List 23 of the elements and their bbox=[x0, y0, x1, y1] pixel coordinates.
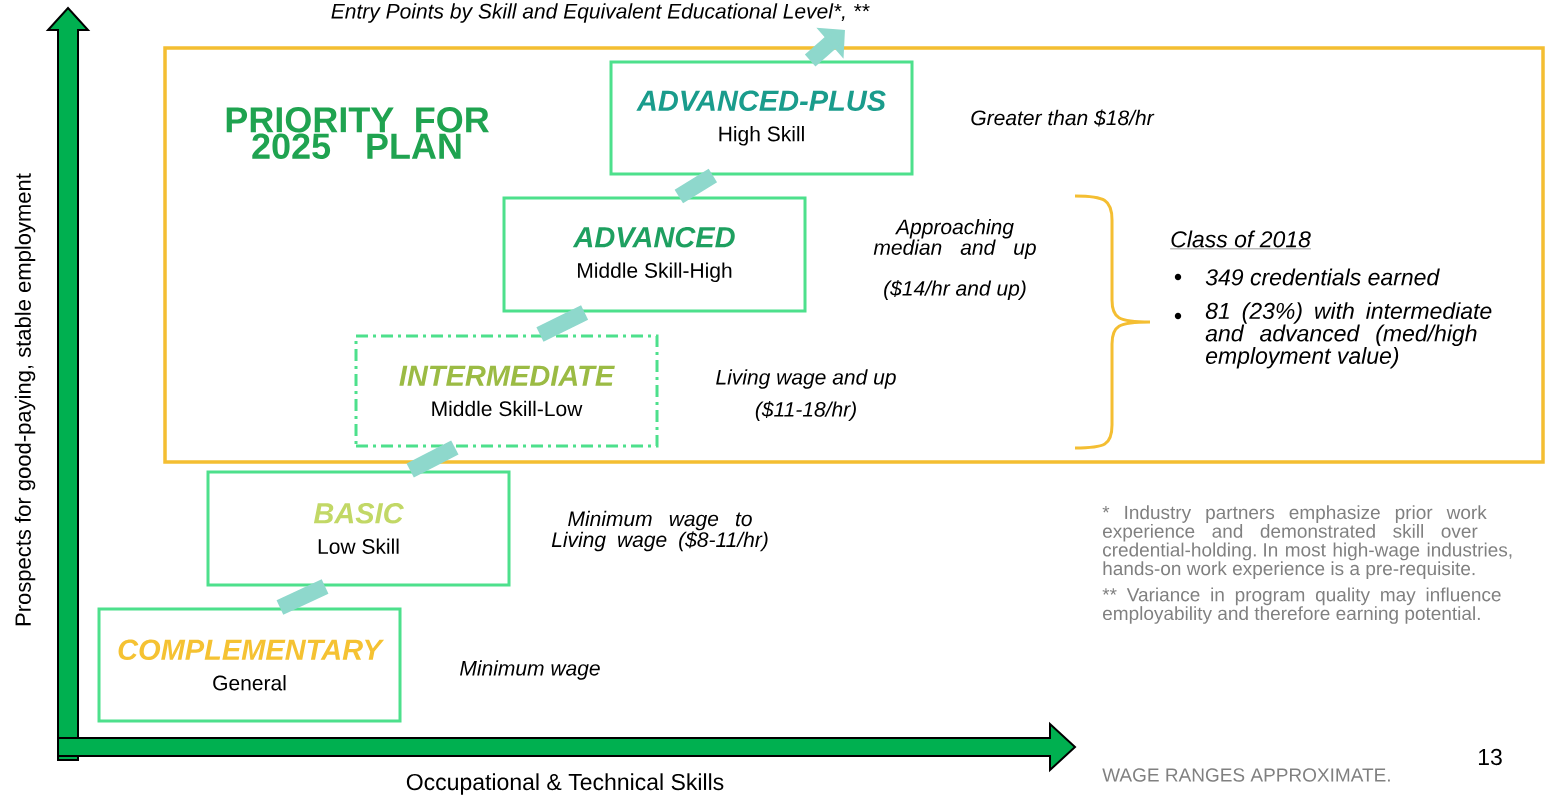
list-item: 349 credentials earned bbox=[1205, 268, 1440, 286]
level-box: BASIC Low Skill bbox=[206, 470, 511, 587]
level-box: COMPLEMENTARY General bbox=[97, 607, 402, 723]
level-box: ADVANCED-PLUS High Skill bbox=[609, 60, 914, 176]
list-item: 81 (23%) with intermediate and advanced (med/high employment value) bbox=[1205, 302, 1492, 369]
wage-range: Greater than $18/hr bbox=[971, 109, 1155, 127]
list-heading: Class of 2018 bbox=[1170, 230, 1312, 250]
wage-range: Minimum wage to Living wage ($8-11/hr) bbox=[551, 510, 768, 552]
title: Entry Points by Skill and Equivalent Educational Level*, ** bbox=[331, 3, 870, 23]
page-number: 13 bbox=[1479, 748, 1502, 766]
wage-range: Approaching median and up bbox=[873, 218, 1036, 260]
wage-range: ($11-18/hr) bbox=[755, 401, 856, 421]
level-box: ADVANCED Middle Skill-High bbox=[502, 196, 807, 313]
wage-range: Minimum wage bbox=[460, 660, 600, 680]
footnote: WAGE RANGES APPROXIMATE. bbox=[1102, 768, 1390, 782]
step-arrow bbox=[804, 27, 845, 67]
wage-range: ($14/hr and up) bbox=[884, 280, 1026, 300]
footnote: * Industry partners emphasize prior work experience and demonstrated skill over credential-holding. In most high-wage industries, hands-on work experience is a pre-requisite. bbox=[1102, 505, 1512, 580]
wage-range: Living wage and up bbox=[716, 369, 896, 389]
level-box: INTERMEDIATE Middle Skill-Low bbox=[354, 334, 659, 448]
axis-label: Occupational & Technical Skills bbox=[406, 773, 724, 795]
axis-label: Prospects for good-paying, stable employment bbox=[14, 173, 36, 626]
footnote: ** Variance in program quality may influence employability and therefore earning potential. bbox=[1102, 587, 1501, 624]
